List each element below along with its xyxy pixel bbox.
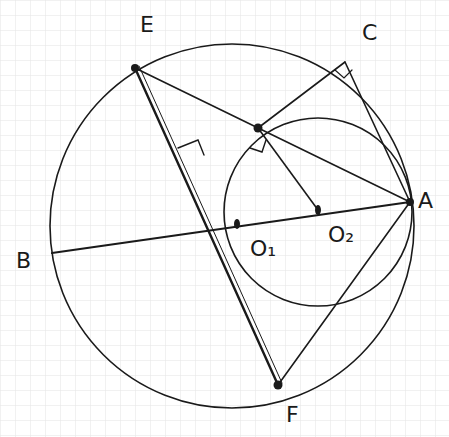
point-dot [254,124,263,133]
line-ea [135,68,410,202]
right-angle-mark [178,140,204,155]
point-label: E [140,14,154,36]
point-label: B [16,250,31,272]
point-dot [131,64,139,72]
center-dot [234,219,240,229]
line-ca [345,62,410,202]
point-label: C [362,22,377,44]
line-po2 [258,128,318,210]
point-label: A [418,190,433,212]
point-label: O₁ [250,238,276,260]
big-circle [50,44,414,408]
center-dot [315,205,321,215]
line-ef [135,68,278,385]
point-label: O₂ [328,224,354,246]
point-dot [274,381,283,390]
diameter-ba [52,202,410,253]
right-angle-mark [250,140,266,152]
line-fa [278,202,410,385]
line-ef-double [139,66,282,383]
point-dot [406,198,414,206]
point-label: F [286,404,299,426]
right-angle-mark [335,70,352,78]
line-pc [258,62,345,128]
